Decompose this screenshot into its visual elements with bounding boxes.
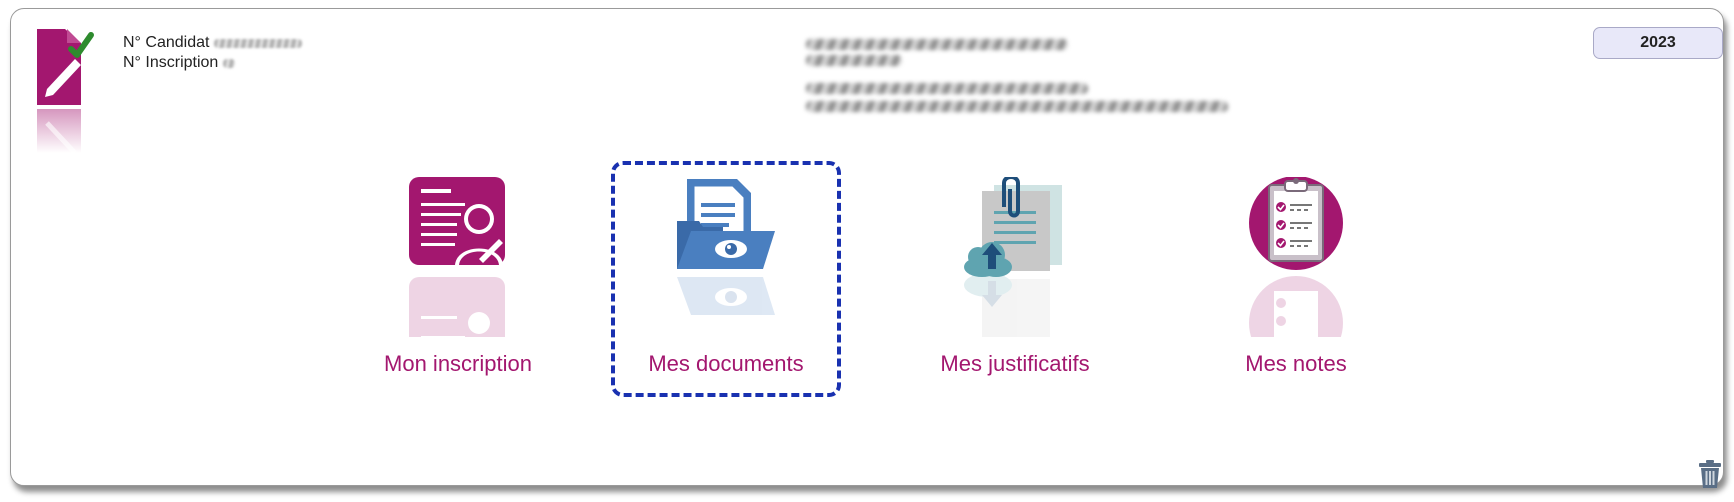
candidate-info: N° Candidat N° Inscription xyxy=(123,33,303,73)
candidate-number-label: N° Candidat xyxy=(123,34,210,51)
redacted-line-2 xyxy=(806,55,902,66)
main-panel: N° Candidat N° Inscription 2023 xyxy=(10,8,1724,489)
registration-number-redacted xyxy=(223,58,236,68)
tile-label: Mes notes xyxy=(1245,351,1347,376)
redacted-candidate-details xyxy=(806,37,1246,127)
redacted-line-3 xyxy=(806,83,1088,94)
registration-form-icon xyxy=(409,177,505,337)
redacted-line-1 xyxy=(806,39,1068,50)
tile-label: Mes justificatifs xyxy=(940,351,1090,376)
tile-label: Mon inscription xyxy=(384,351,532,376)
app-logo-icon xyxy=(37,29,94,155)
tile-mon-inscription[interactable]: Mon inscription xyxy=(343,161,573,397)
registration-number-label: N° Inscription xyxy=(123,54,219,71)
year-selector-button[interactable]: 2023 xyxy=(1593,27,1723,59)
candidate-number-redacted xyxy=(214,38,303,48)
tile-mes-justificatifs[interactable]: Mes justificatifs xyxy=(900,161,1130,397)
redacted-line-4 xyxy=(806,101,1228,112)
supporting-documents-upload-icon xyxy=(964,177,1062,337)
grades-clipboard-icon xyxy=(1249,177,1343,337)
tile-label: Mes documents xyxy=(648,351,804,376)
tile-mes-notes[interactable]: Mes notes xyxy=(1181,161,1411,397)
registration-number-row: N° Inscription xyxy=(123,53,302,73)
candidate-number-row: N° Candidat xyxy=(123,33,303,53)
trash-icon[interactable] xyxy=(1697,459,1723,489)
documents-folder-eye-icon xyxy=(677,179,775,315)
tile-mes-documents[interactable]: Mes documents xyxy=(611,161,841,397)
